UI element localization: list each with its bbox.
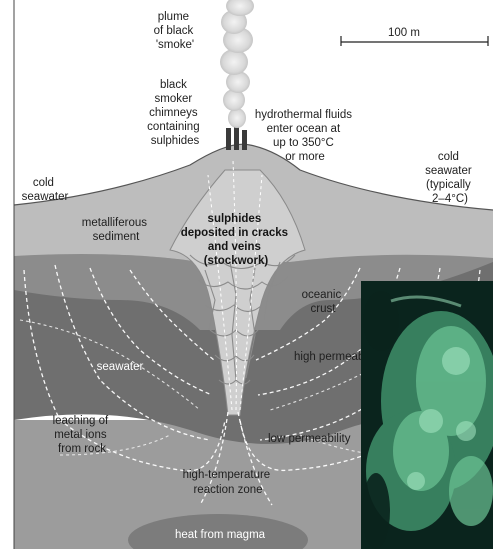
scale-bar-label: 100 m: [388, 27, 420, 39]
low-permeability-label: low permeability: [268, 433, 351, 445]
seawater-label: seawater: [97, 361, 144, 373]
heat-from-magma-label: heat from magma: [175, 529, 266, 541]
cold-seawater-right-label: cold seawater (typically 2–4°C): [425, 151, 475, 205]
chimneys-label: black smoker chimneys containing sulphid…: [147, 79, 203, 147]
vent-photo-inset: [361, 281, 493, 549]
smoke-plume: [220, 0, 254, 128]
cold-seawater-left-label: cold seawater: [22, 177, 69, 203]
scale-bar: 100 m: [341, 27, 488, 46]
leaching-label: leaching of metal ions from rock: [53, 415, 112, 455]
plume-label: plume of black 'smoke': [154, 11, 197, 51]
